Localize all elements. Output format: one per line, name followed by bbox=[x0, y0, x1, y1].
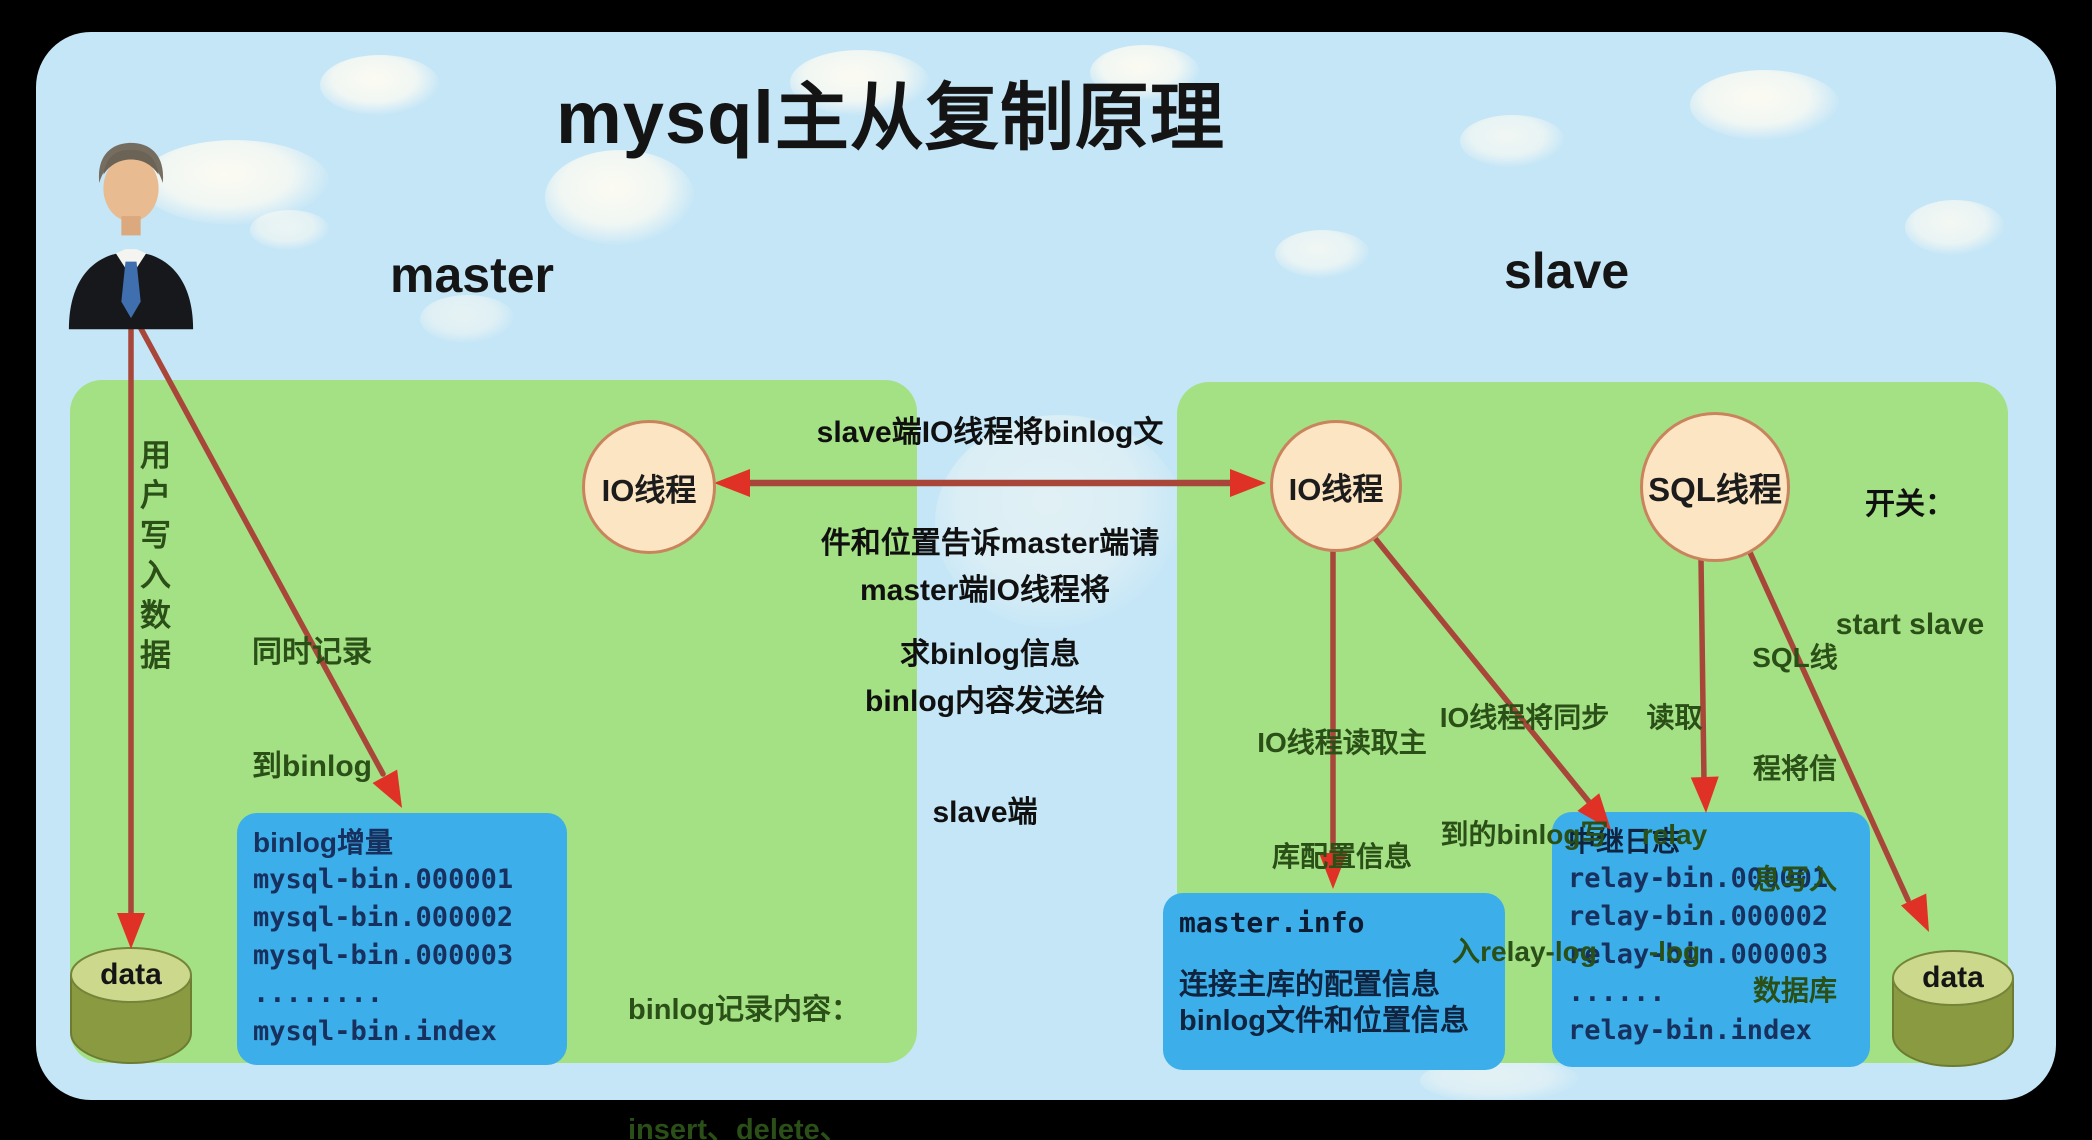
slave-io-thread-circle: IO线程 bbox=[1270, 420, 1402, 552]
cloud bbox=[320, 55, 440, 115]
slave-data-label: data bbox=[1922, 961, 1984, 994]
master-info-box: master.info 连接主库的配置信息 binlog文件和位置信息 bbox=[1163, 893, 1505, 1070]
binlog-file: mysql-bin.000003 bbox=[253, 940, 514, 971]
cloud bbox=[1460, 115, 1565, 167]
page-title: mysql主从复制原理 bbox=[556, 76, 1225, 159]
cloud bbox=[790, 50, 930, 115]
io-write-relay-note: IO线程将同步 到的binlog写 入relay-log bbox=[1439, 702, 1610, 967]
record-binlog-note: 同时记录 到binlog bbox=[252, 636, 372, 783]
avatar-hair bbox=[98, 142, 164, 183]
binlog-files-box: binlog增量 mysql-bin.000001 mysql-bin.0000… bbox=[237, 813, 567, 1065]
slave-sql-thread-label: SQL线程 bbox=[1648, 471, 1782, 508]
binlog-file: mysql-bin.index bbox=[253, 1016, 497, 1047]
master-io-thread-circle: IO线程 bbox=[582, 420, 716, 554]
master-data-cylinder bbox=[70, 947, 192, 1064]
binlog-file: mysql-bin.000002 bbox=[253, 902, 514, 933]
master-data-label: data bbox=[100, 958, 162, 991]
slave-io-thread-label: IO线程 bbox=[1288, 471, 1384, 507]
sql-read-relay-note: 读取 relay -log bbox=[1641, 702, 1708, 967]
master-send-note: master端IO线程将 binlog内容发送给 slave端 bbox=[859, 574, 1111, 829]
slave-header: slave bbox=[1504, 243, 1630, 299]
slave-request-note: slave端IO线程将binlog文 件和位置告诉master端请 求binlo… bbox=[816, 416, 1164, 671]
user-write-note: 用户写入数据 bbox=[140, 438, 171, 673]
sql-write-db-note: SQL线 程将信 息写入 数据库 bbox=[1752, 642, 1838, 1006]
io-read-master-note: IO线程读取主 库配置信息 bbox=[1257, 727, 1427, 872]
slave-sql-thread-circle: SQL线程 bbox=[1640, 412, 1790, 562]
avatar-tie bbox=[121, 261, 141, 319]
user-avatar bbox=[68, 142, 194, 330]
cloud bbox=[1275, 230, 1370, 278]
binlog-file: ........ bbox=[253, 978, 384, 1009]
cloud bbox=[420, 295, 515, 343]
relay-file: relay-bin.000002 bbox=[1568, 901, 1829, 932]
master-info-title: master.info bbox=[1179, 906, 1365, 939]
binlog-content-note: binlog记录内容： insert、delete、 update、alter等 bbox=[628, 994, 860, 1140]
avatar-hair-top bbox=[103, 149, 159, 175]
master-info-line: 连接主库的配置信息 bbox=[1179, 969, 1441, 1001]
master-header: master bbox=[390, 247, 554, 303]
master-info-line: binlog文件和位置信息 bbox=[1179, 1005, 1469, 1037]
cloud bbox=[250, 210, 330, 250]
cloud bbox=[545, 150, 695, 245]
avatar-neck bbox=[121, 216, 141, 236]
binlog-box-title: binlog增量 bbox=[253, 827, 393, 858]
binlog-file: mysql-bin.000001 bbox=[253, 864, 514, 895]
relay-box-title: 中继日志 bbox=[1568, 826, 1681, 857]
relay-file: relay-bin.index bbox=[1568, 1015, 1812, 1046]
cloud bbox=[1690, 70, 1840, 140]
slave-data-cylinder bbox=[1892, 950, 2014, 1067]
avatar-face bbox=[103, 155, 159, 222]
cloud bbox=[935, 415, 1185, 630]
cloud bbox=[1090, 45, 1200, 100]
relay-file: ...... bbox=[1568, 977, 1666, 1008]
cloud bbox=[1905, 200, 2005, 255]
relay-file: relay-bin.000003 bbox=[1568, 939, 1829, 970]
master-io-thread-label: IO线程 bbox=[601, 472, 697, 508]
